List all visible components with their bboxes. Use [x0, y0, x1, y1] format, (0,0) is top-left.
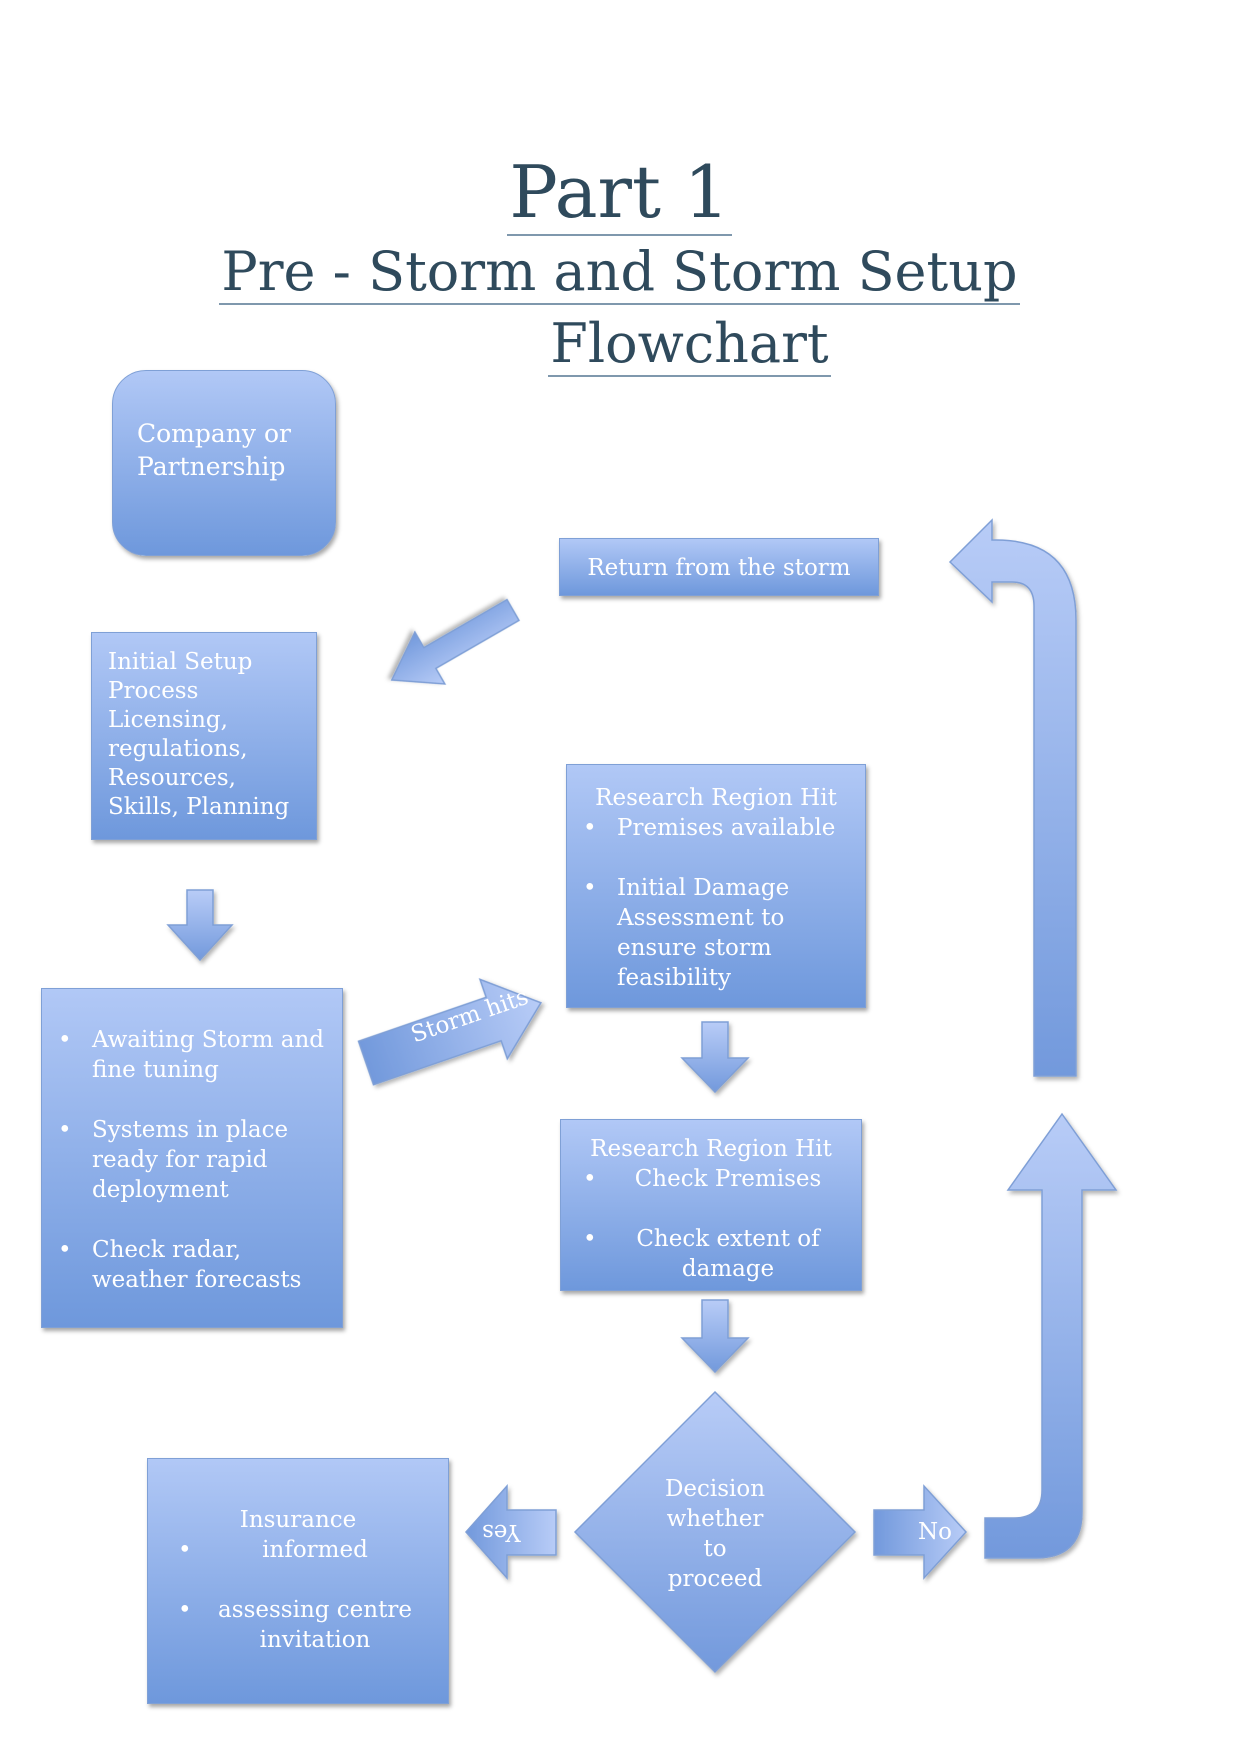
insurance-item: assessing centre invitation [178, 1595, 418, 1655]
arrow-yes [464, 1484, 557, 1580]
node-decision-text: Decision whether to proceed [664, 1476, 766, 1592]
node-company: Company or Partnership [112, 370, 336, 556]
title-flowchart: Flowchart [548, 312, 831, 377]
arrow-research1-to-research2 [680, 1021, 750, 1094]
arrow-loop-lower [984, 1112, 1118, 1559]
research-1-item: Initial Damage Assessment to ensure stor… [583, 873, 849, 993]
awaiting-item: Awaiting Storm and fine tuning [58, 1025, 326, 1085]
arrow-setup-to-awaiting [166, 889, 234, 962]
research-1-heading: Research Region Hit [595, 785, 837, 811]
node-return-storm-text: Return from the storm [587, 555, 851, 581]
arrow-research2-to-decision [680, 1299, 750, 1374]
arrow-storm-hits [357, 978, 543, 1086]
research-2-item: Check Premises [583, 1164, 839, 1194]
research-1-item: Premises available [583, 813, 849, 843]
label-no: No [918, 1519, 952, 1545]
arrow-return-to-setup [390, 598, 521, 685]
node-return-storm: Return from the storm [559, 538, 879, 596]
research-2-item: Check extent of damage [583, 1224, 839, 1284]
awaiting-item: Systems in place ready for rapid deploym… [58, 1115, 326, 1205]
node-company-text: Company or Partnership [137, 419, 291, 481]
node-insurance: Insurance informed assessing centre invi… [147, 1458, 449, 1704]
arrow-no [873, 1484, 968, 1580]
insurance-item: informed [178, 1535, 418, 1565]
node-awaiting: Awaiting Storm and fine tuning Systems i… [41, 988, 343, 1328]
node-initial-setup: Initial Setup Process Licensing, regulat… [91, 632, 317, 840]
node-research-1: Research Region Hit Premises available I… [566, 764, 866, 1008]
arrow-loop-upper [948, 518, 1077, 1077]
insurance-heading: Insurance [239, 1507, 357, 1533]
title-subtitle: Pre - Storm and Storm Setup [219, 240, 1020, 305]
title-part: Part 1 [507, 150, 732, 236]
awaiting-item: Check radar, weather forecasts [58, 1235, 326, 1295]
research-2-heading: Research Region Hit [590, 1136, 832, 1162]
node-initial-setup-text: Initial Setup Process Licensing, regulat… [108, 649, 290, 820]
node-research-2: Research Region Hit Check Premises Check… [560, 1119, 862, 1291]
decision-diamond [573, 1390, 857, 1674]
label-yes: Yes [482, 1519, 521, 1545]
